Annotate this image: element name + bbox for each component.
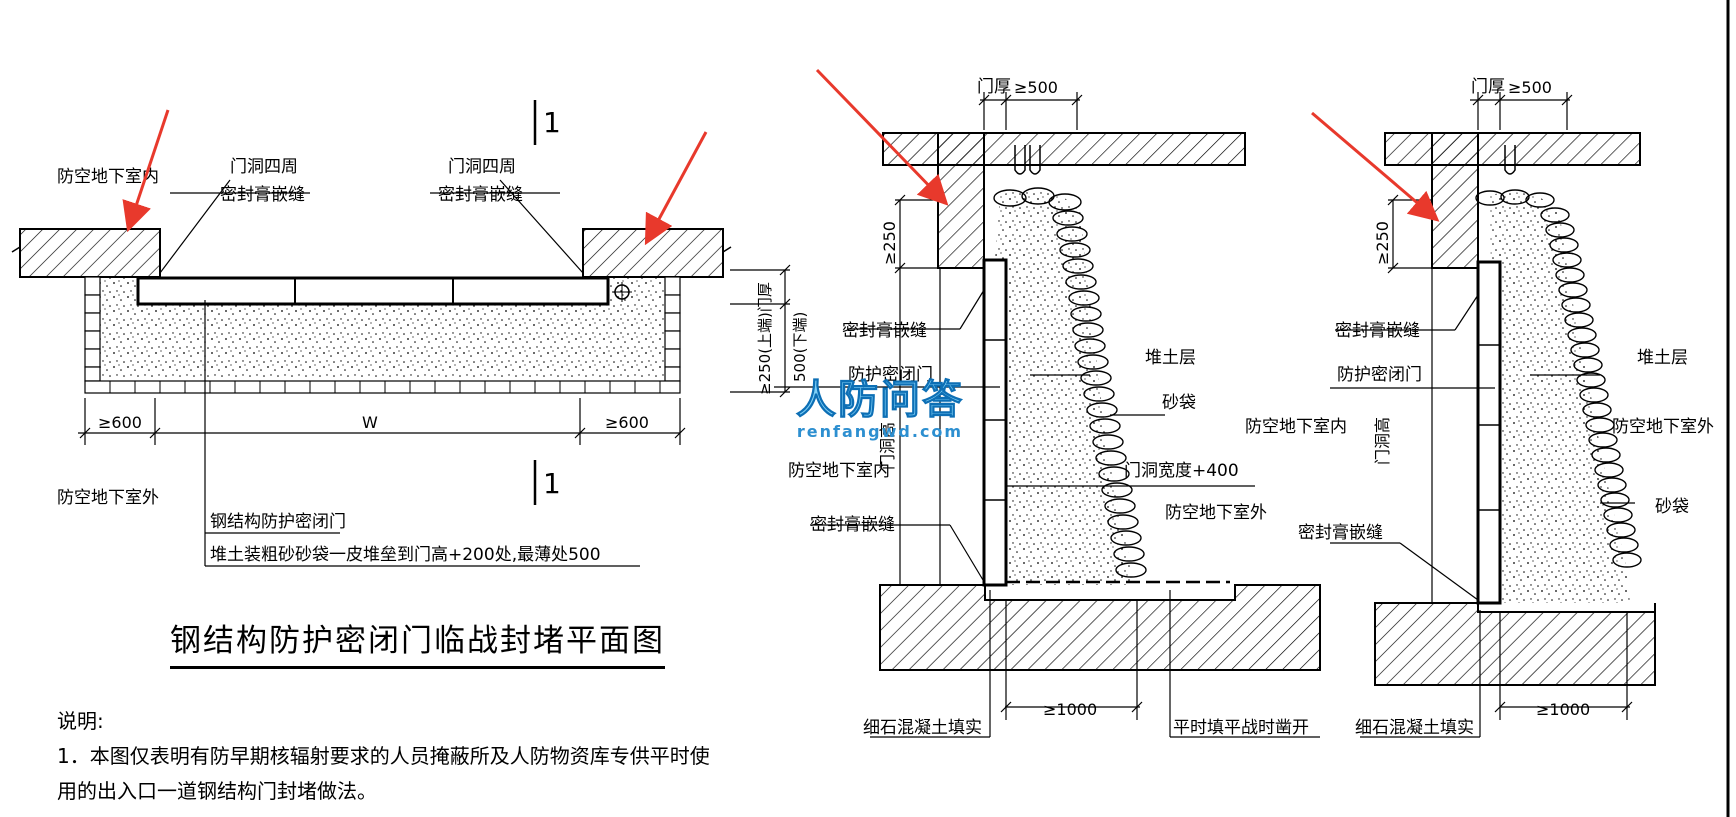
plan-dim-right: ≥600 xyxy=(605,413,649,432)
notes-line1: 1．本图仅表明有防早期核辐射要求的人员掩蔽所及人防物资库专供平时使 xyxy=(57,744,710,768)
mid-sandbag: 砂袋 xyxy=(1162,393,1196,413)
mid-dim-250: ≥250 xyxy=(880,221,899,265)
right-door: 防护密闭门 xyxy=(1337,365,1422,385)
red-arrow-3 xyxy=(815,68,949,206)
right-door-dim: ≥500 xyxy=(1508,78,1552,97)
right-sandbag: 砂袋 xyxy=(1655,497,1689,517)
right-door-thickness: 门厚 xyxy=(1471,77,1505,97)
plan-dim-vertical-bottom: 500(下端) xyxy=(791,312,809,382)
plan-fill-note: 堆土装粗砂砂袋一皮堆垒到门高+200处,最薄处500 xyxy=(210,545,601,565)
plan-section-mark-top: 1 xyxy=(543,106,561,139)
red-arrow-4 xyxy=(1311,111,1440,222)
right-concrete: 细石混凝土填实 xyxy=(1355,718,1474,738)
mid-door-leaf xyxy=(982,258,1008,587)
plan-label-outside: 防空地下室外 xyxy=(57,488,159,508)
notes-heading: 说明: xyxy=(57,709,104,733)
right-door-leaf xyxy=(1476,260,1502,605)
section-middle: 门厚 ≥500 ≥250 密封膏嵌缝 防护密闭门 门洞高 防空地下室内 密封膏嵌… xyxy=(774,77,1321,738)
plan-seal-left-line2: 密封膏嵌缝 xyxy=(220,184,305,205)
annotation-arrows xyxy=(122,68,1440,246)
mid-door-thickness: 门厚 xyxy=(977,77,1011,97)
plan-title: 钢结构防护密闭门临战封堵平面图 xyxy=(170,615,665,669)
mid-sandbags xyxy=(993,187,1147,578)
plan-seal-left-line1: 门洞四周 xyxy=(230,157,298,177)
plan-dim-left: ≥600 xyxy=(98,413,142,432)
mid-opening-width: 门洞宽度+400 xyxy=(1124,461,1239,481)
mid-concrete: 细石混凝土填实 xyxy=(863,718,982,738)
mid-chisel: 平时填平战时凿开 xyxy=(1173,718,1309,738)
mid-seal-top: 密封膏嵌缝 xyxy=(842,320,927,341)
plan-door-leaf xyxy=(136,276,610,306)
right-seal-top: 密封膏嵌缝 xyxy=(1335,320,1420,341)
right-dim-1000: ≥1000 xyxy=(1536,700,1590,719)
plan-dim-middle: W xyxy=(362,413,378,432)
plan-label-inside: 防空地下室内 xyxy=(57,167,159,187)
mid-door-dim: ≥500 xyxy=(1014,78,1058,97)
right-top-slab xyxy=(1384,132,1641,166)
mid-door: 防护密闭门 xyxy=(848,365,933,385)
plan-seal-right-line2: 密封膏嵌缝 xyxy=(438,184,523,205)
watermark: 人防问答 renfangwd.com xyxy=(760,377,1000,442)
mid-inside: 防空地下室内 xyxy=(788,461,890,481)
right-seal-bottom: 密封膏嵌缝 xyxy=(1298,522,1383,543)
plan-section-mark-bottom: 1 xyxy=(543,467,561,500)
mid-floor-slab xyxy=(879,584,1321,671)
plan-door-note: 钢结构防护密闭门 xyxy=(210,512,346,532)
right-dim-250: ≥250 xyxy=(1373,221,1392,265)
plan-view: 1 1 防空地下室内 防空地下室外 门洞四周 密封膏嵌缝 门洞四周 密封膏嵌缝 … xyxy=(11,100,809,567)
right-door-height: 门洞高 xyxy=(1373,417,1392,465)
right-wall xyxy=(1431,132,1479,269)
right-floor-slab xyxy=(1374,602,1656,686)
mid-dim-1000: ≥1000 xyxy=(1043,700,1097,719)
right-inside: 防空地下室内 xyxy=(1245,417,1347,437)
plan-sandbags xyxy=(84,276,681,394)
red-arrow-2 xyxy=(644,131,708,246)
right-outside: 防空地下室外 xyxy=(1612,417,1714,437)
right-sandbags xyxy=(1475,189,1642,568)
section-right: 门厚 ≥500 ≥250 密封膏嵌缝 防护密闭门 防空地下室内 门洞高 堆土层 … xyxy=(1245,77,1714,738)
mid-door-height: 门洞高 xyxy=(878,422,897,470)
watermark-main: 人防问答 xyxy=(796,377,964,423)
mid-fill-layer: 堆土层 xyxy=(1145,348,1196,368)
plan-dim-vertical-top: ≥250(上端)门厚 xyxy=(756,282,774,395)
right-fill-layer: 堆土层 xyxy=(1637,348,1688,368)
plan-wall-right xyxy=(582,228,724,278)
mid-outside: 防空地下室外 xyxy=(1165,503,1267,523)
plan-seal-right-line1: 门洞四周 xyxy=(448,157,516,177)
notes-line2: 用的出入口一道钢结构门封堵做法。 xyxy=(57,779,377,803)
watermark-sub: renfangwd.com xyxy=(796,422,964,441)
red-arrow-1 xyxy=(122,109,170,233)
plan-wall-left xyxy=(19,228,161,278)
mid-wall xyxy=(937,132,985,269)
right-sand-fill xyxy=(1490,192,1630,603)
mid-seal-bottom: 密封膏嵌缝 xyxy=(810,514,895,535)
